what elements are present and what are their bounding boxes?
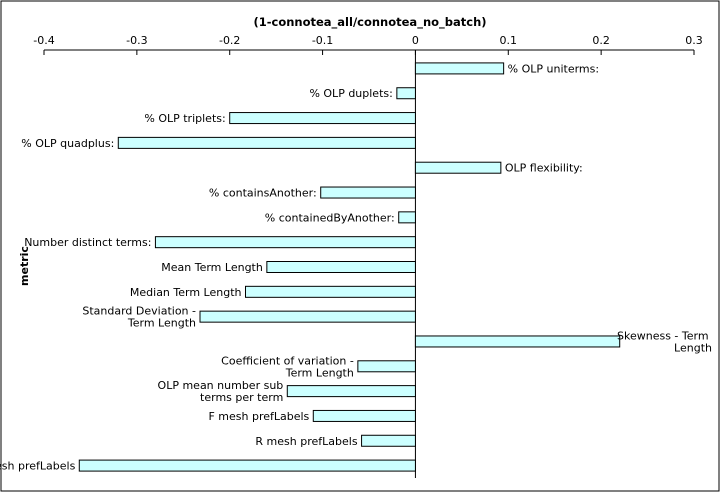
bar [398, 211, 416, 224]
bar [154, 236, 416, 249]
x-tick-label: -0.3 [126, 34, 147, 47]
x-tick-label: 0 [412, 34, 419, 47]
category-label: % containsAnother: [209, 187, 317, 200]
bar [357, 360, 416, 373]
bar [361, 434, 416, 447]
category-label: Skewness - Term [617, 329, 709, 342]
x-tick-label: 0.2 [592, 34, 610, 47]
bar [396, 87, 416, 100]
x-tick-label: -0.4 [33, 34, 54, 47]
bar [245, 285, 416, 298]
category-label: % containedByAnother: [265, 211, 395, 224]
category-label: % OLP triplets: [144, 112, 225, 125]
bar [199, 310, 416, 323]
bar [312, 409, 416, 422]
bar [286, 385, 416, 398]
bar [266, 261, 416, 273]
bar [414, 161, 502, 174]
category-label: Standard Deviation - [82, 305, 196, 318]
bar [414, 62, 505, 75]
chart-title: (1-connotea_all/connotea_no_batch) [253, 15, 486, 30]
category-label: terms per term [200, 391, 283, 404]
x-tick-label: -0.2 [219, 34, 240, 47]
x-tick-label: 0.3 [685, 34, 703, 47]
category-label: Number distinct terms: [24, 236, 151, 249]
category-label: OLP flexibility: [505, 162, 583, 175]
x-tick-label: -0.1 [312, 34, 333, 47]
category-label: F mesh prefLabels [208, 410, 309, 423]
bar [320, 186, 416, 199]
category-label: Median Term Length [130, 286, 242, 299]
bar [229, 112, 416, 125]
category-label: % OLP quadplus: [21, 137, 114, 150]
bar [78, 459, 416, 472]
y-axis-label: metric [18, 246, 31, 286]
category-label: Term Length [127, 317, 196, 330]
category-label: R mesh prefLabels [255, 435, 357, 448]
bar [414, 335, 621, 348]
category-label: % OLP duplets: [309, 87, 392, 100]
plot-area: -0.4 -0.3 -0.2 -0.1 0 0.1 0.2 0.3 % OLP uniterms… [0, 34, 712, 478]
x-tick-label: 0.1 [500, 34, 518, 47]
category-label: % OLP uniterms: [508, 62, 599, 75]
category-label: OLP mean number sub [158, 379, 284, 392]
category-label: P mesh prefLabels [0, 460, 76, 473]
category-label: Mean Term Length [161, 261, 263, 274]
category-label: Coefficient of variation - [221, 354, 354, 367]
category-label: Length [674, 341, 712, 354]
bar [117, 136, 416, 149]
category-label: Term Length [285, 366, 354, 379]
